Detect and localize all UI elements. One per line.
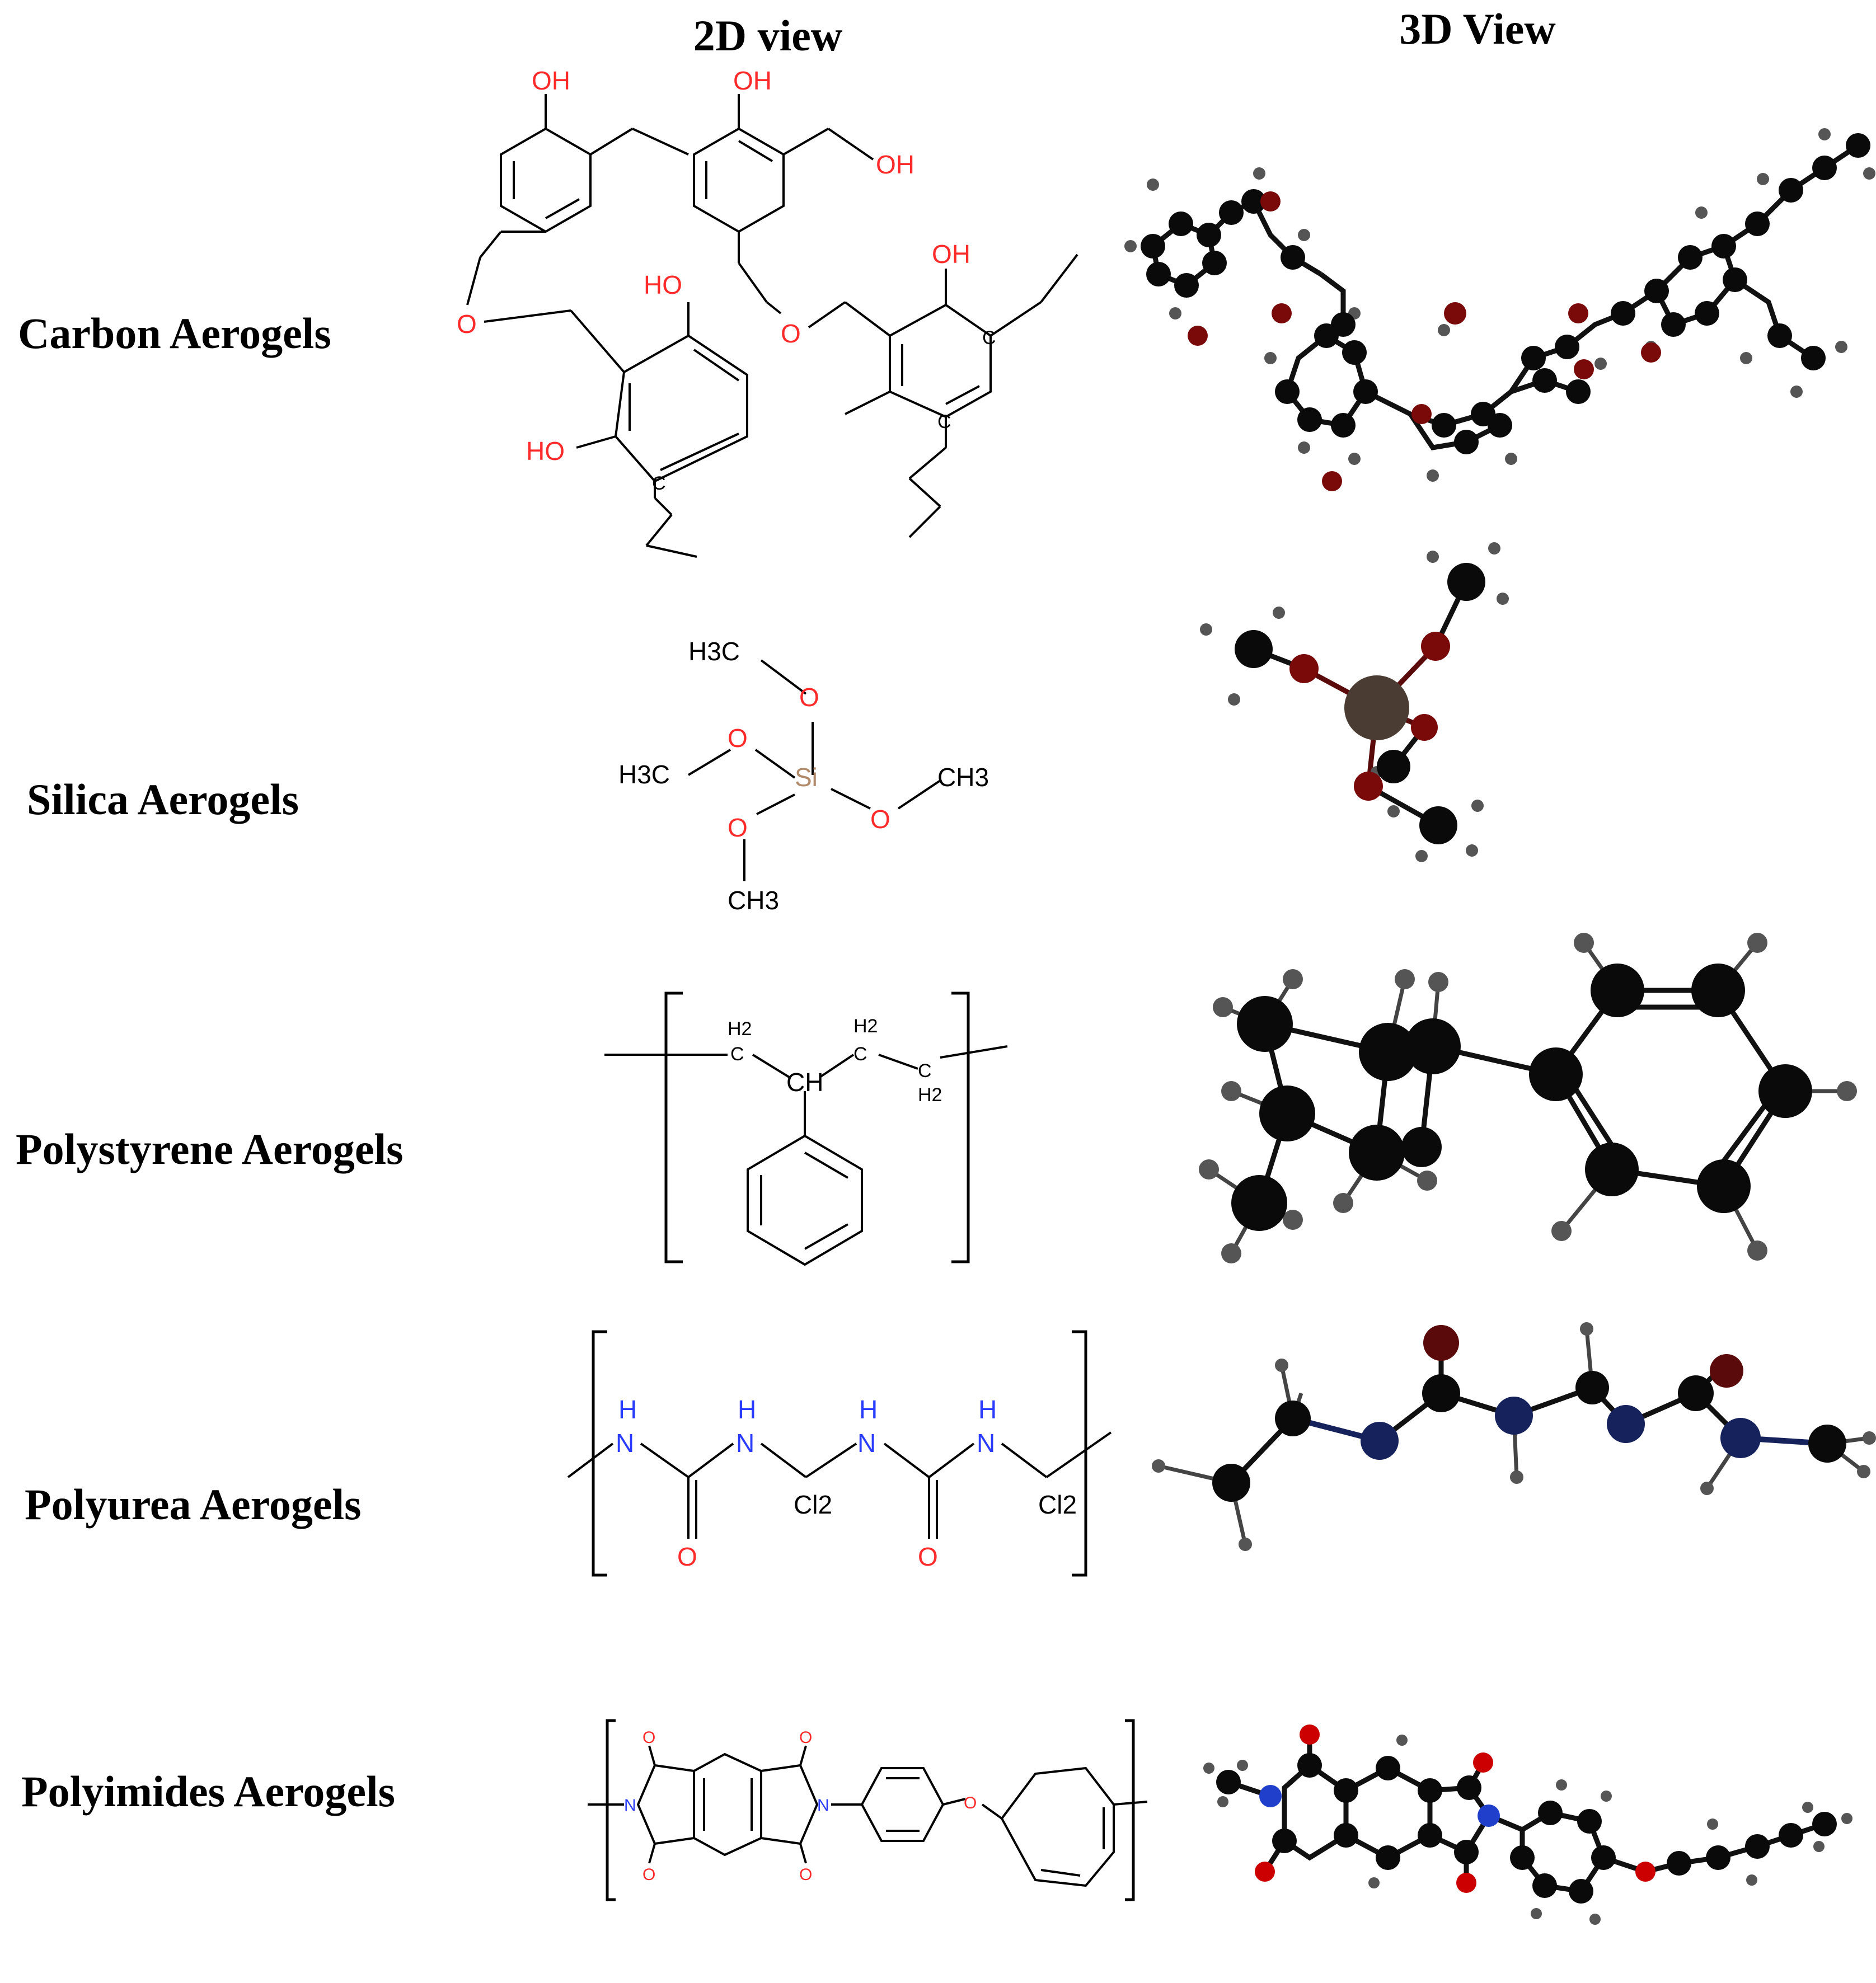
atom-h-pu-2: H — [738, 1395, 756, 1424]
silica-3d-model — [1200, 542, 1509, 862]
row-label-silica: Silica Aerogels — [27, 775, 299, 824]
polyurea-3d-model — [1152, 1322, 1876, 1551]
atom-c-3: C — [937, 411, 951, 433]
atom-h3c-2: H3C — [618, 760, 670, 789]
atom-n-pu-3: N — [857, 1428, 876, 1458]
atom-oh-4: OH — [932, 239, 970, 269]
atom-cl2-pu-2: Cl2 — [1038, 1490, 1077, 1519]
atom-o-pi-4: O — [799, 1865, 812, 1884]
atom-oh-2: OH — [733, 66, 772, 95]
atom-o-pu-2: O — [918, 1542, 938, 1571]
atom-c-1: C — [652, 473, 666, 494]
atom-c-ps-1: C — [730, 1044, 744, 1065]
atom-h-pu-4: H — [978, 1395, 997, 1424]
atom-h3c-1: H3C — [688, 637, 740, 666]
atom-ch-ps: CH — [786, 1068, 823, 1097]
polystyrene-3d-model — [1199, 933, 1857, 1263]
atom-o-pi-5: O — [964, 1794, 977, 1812]
atom-n-pu-1: N — [616, 1428, 634, 1458]
header-3d-view: 3D View — [1399, 4, 1555, 53]
atom-o-si-1: O — [799, 683, 819, 712]
row-label-polyurea: Polyurea Aerogels — [25, 1480, 362, 1529]
atom-o-1: O — [457, 309, 477, 339]
atom-c-2: C — [982, 327, 996, 349]
atom-c-ps-3: C — [918, 1060, 932, 1082]
atom-oh-1: OH — [532, 66, 570, 95]
atom-ch3-1: CH3 — [937, 763, 989, 792]
row-label-carbon: Carbon Aerogels — [18, 309, 331, 358]
row-label-polystyrene: Polystyrene Aerogels — [16, 1125, 403, 1173]
header-2d-view: 2D view — [693, 11, 842, 60]
atom-o-pi-2: O — [642, 1865, 655, 1884]
atom-n-pu-2: N — [736, 1428, 754, 1458]
atom-cl2-pu-1: Cl2 — [794, 1490, 832, 1519]
row-label-polyimides: Polyimides Aerogels — [21, 1767, 395, 1816]
atom-n-pi-2: N — [817, 1796, 829, 1815]
atom-oh-3: OH — [876, 150, 914, 179]
atom-o-si-4: O — [728, 813, 748, 842]
atom-ch3-2: CH3 — [728, 886, 779, 915]
atom-o-pi-1: O — [642, 1728, 655, 1747]
atom-h-pu-3: H — [859, 1395, 878, 1424]
atom-c-ps-2: C — [853, 1044, 867, 1065]
atom-o-pu-1: O — [677, 1542, 697, 1571]
carbon-2d-structure: OH OH OH HO OH HO O O C C C — [457, 66, 1078, 558]
polyimide-2d-structure: O O O O O N N — [588, 1719, 1148, 1901]
atom-h2-ps-3: H2 — [918, 1084, 942, 1106]
atom-n-pi-1: N — [624, 1796, 636, 1815]
atom-o-2: O — [781, 319, 801, 348]
atom-ho-2: HO — [526, 436, 565, 466]
atom-ho-1: HO — [644, 270, 682, 299]
atom-o-si-3: O — [870, 805, 890, 834]
atom-h-pu-1: H — [618, 1395, 637, 1424]
polyimide-3d-model — [1203, 1724, 1852, 1925]
polyurea-2d-structure: H N H N H N H N Cl2 Cl2 O O — [567, 1330, 1112, 1577]
atom-o-si-2: O — [728, 723, 748, 753]
atom-o-pi-3: O — [799, 1728, 812, 1747]
atom-h2-ps-1: H2 — [728, 1018, 752, 1040]
carbon-3d-model — [1124, 128, 1875, 491]
polystyrene-2d-structure: H2 C CH H2 C C H2 — [604, 992, 1008, 1266]
atom-h2-ps-2: H2 — [853, 1016, 878, 1037]
silica-2d-structure: H3C O O H3C Si O CH3 O CH3 — [618, 637, 989, 915]
atom-si: Si — [795, 763, 818, 792]
atom-n-pu-4: N — [977, 1428, 995, 1458]
